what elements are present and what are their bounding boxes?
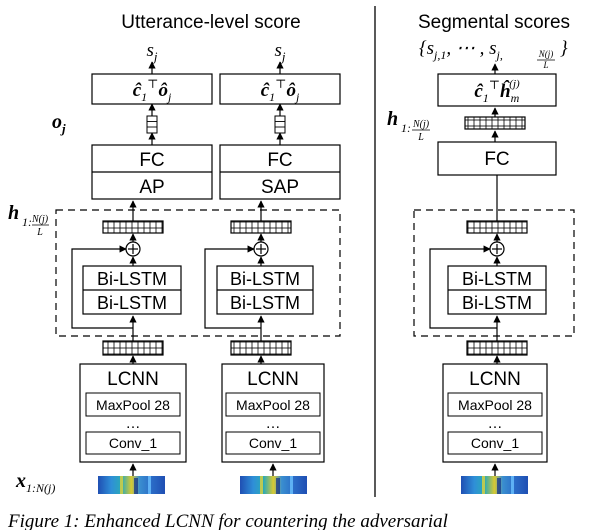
score-label-2: sj	[274, 40, 285, 64]
lcnn-block-2: LCNN MaxPool 28 … Conv_1	[221, 363, 325, 463]
svg-text:h: h	[8, 202, 19, 224]
svg-text:h: h	[387, 108, 398, 130]
projection-box-2: ĉ1⊤ôj	[219, 73, 341, 105]
svg-text:ĉ1⊤ôj: ĉ1⊤ôj	[133, 77, 172, 104]
add-node-right	[489, 241, 505, 257]
svg-text:MaxPool 28: MaxPool 28	[458, 397, 532, 413]
spectrogram-1	[98, 476, 165, 494]
o-label: oj	[52, 111, 66, 136]
h-label-left: h 1: N(j) L	[8, 202, 49, 238]
svg-text:Bi-LSTM: Bi-LSTM	[230, 269, 300, 289]
bilstm-stack-right: Bi-LSTM Bi-LSTM	[447, 265, 547, 315]
svg-text:Conv_1: Conv_1	[471, 435, 519, 451]
svg-text:FC: FC	[484, 149, 509, 170]
svg-text:{sj,1, ⋯ , sj,: {sj,1, ⋯ , sj,	[419, 38, 503, 62]
svg-text:…: …	[488, 415, 503, 432]
lcnn-block-1: LCNN MaxPool 28 … Conv_1	[79, 363, 187, 463]
spectrogram-right	[461, 476, 528, 494]
svg-text:Bi-LSTM: Bi-LSTM	[230, 293, 300, 313]
left-lstm-dashed-container	[55, 209, 341, 337]
add-node-2	[253, 241, 269, 257]
h-vector-right-lower	[466, 220, 528, 234]
fc-box-right: FC	[437, 141, 557, 176]
svg-text:Conv_1: Conv_1	[249, 435, 297, 451]
svg-text:FC: FC	[267, 150, 292, 171]
projection-box-1: ĉ1⊤ôj	[91, 73, 213, 105]
h-vector-2	[230, 220, 292, 234]
svg-text:LCNN: LCNN	[107, 369, 159, 390]
svg-text:N(j): N(j)	[31, 214, 49, 225]
svg-text:N(j): N(j)	[412, 119, 430, 130]
svg-text:1:: 1:	[401, 121, 411, 135]
lcnn-block-right: LCNN MaxPool 28 … Conv_1	[442, 363, 548, 463]
spectrogram-2	[240, 476, 307, 494]
fc-ap-box: FC AP	[91, 144, 213, 200]
svg-text:N(j): N(j)	[538, 49, 554, 59]
svg-text:Bi-LSTM: Bi-LSTM	[97, 293, 167, 313]
svg-text:FC: FC	[139, 150, 164, 171]
svg-text:MaxPool 28: MaxPool 28	[236, 397, 310, 413]
bilstm-stack-1: Bi-LSTM Bi-LSTM	[82, 265, 182, 315]
svg-text:LCNN: LCNN	[469, 369, 521, 390]
left-panel-title: Utterance-level score	[121, 12, 301, 33]
svg-text:1:: 1:	[22, 215, 32, 229]
svg-text:AP: AP	[139, 177, 164, 198]
svg-text:LCNN: LCNN	[247, 369, 299, 390]
skip-connection-right	[429, 245, 497, 329]
fc-sap-box: FC SAP	[219, 144, 341, 200]
h-vector-1	[102, 220, 164, 234]
right-panel-title: Segmental scores	[418, 12, 570, 33]
segment-projection-box: ĉ1⊤ĥm(j)	[437, 73, 557, 107]
svg-text:L: L	[417, 132, 424, 143]
svg-text:Bi-LSTM: Bi-LSTM	[462, 293, 532, 313]
lcnn-output-1	[102, 340, 164, 356]
lcnn-output-right	[466, 340, 528, 356]
svg-text:MaxPool 28: MaxPool 28	[96, 397, 170, 413]
svg-text:Bi-LSTM: Bi-LSTM	[97, 269, 167, 289]
svg-text:L: L	[542, 60, 548, 70]
skip-connection-1	[71, 245, 133, 329]
svg-text:…: …	[126, 415, 141, 432]
segmental-scores-label: {sj,1, ⋯ , sj, N(j) L }	[419, 38, 568, 70]
lcnn-output-2	[230, 340, 292, 356]
svg-text:…: …	[266, 415, 281, 432]
svg-text:}: }	[560, 38, 568, 59]
o-vector-1	[146, 115, 158, 134]
svg-text:SAP: SAP	[261, 177, 299, 198]
bilstm-stack-2: Bi-LSTM Bi-LSTM	[216, 265, 314, 315]
h-vector-right	[464, 116, 526, 130]
add-node-1	[125, 241, 141, 257]
svg-text:L: L	[36, 227, 43, 238]
right-lstm-dashed-container	[413, 209, 575, 337]
svg-text:ĉ1⊤ôj: ĉ1⊤ôj	[261, 77, 300, 104]
svg-text:ĉ1⊤ĥm(j): ĉ1⊤ĥm(j)	[474, 78, 520, 105]
skip-connection-2	[204, 245, 261, 329]
score-label-1: sj	[146, 40, 157, 64]
o-vector-2	[274, 115, 286, 134]
svg-text:Bi-LSTM: Bi-LSTM	[462, 269, 532, 289]
h-label-right: h 1: N(j) L	[387, 108, 430, 143]
x-label: x1:N(j)	[15, 470, 55, 495]
svg-text:Conv_1: Conv_1	[109, 435, 157, 451]
figure-caption: Figure 1: Enhanced LCNN for countering t…	[7, 511, 448, 530]
